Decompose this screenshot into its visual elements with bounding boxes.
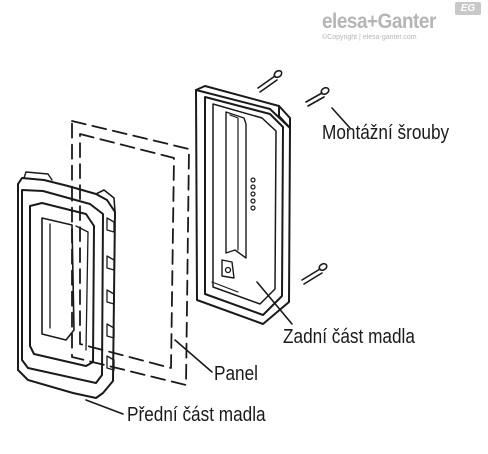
leader-screws	[331, 107, 351, 129]
leader-panel	[174, 339, 213, 373]
leader-rear-part	[256, 281, 293, 325]
rear-handle-part	[195, 85, 291, 325]
screw-2	[305, 86, 330, 107]
leader-lines	[85, 107, 351, 415]
label-screws: Montážní šrouby	[322, 122, 450, 144]
screw-1	[257, 69, 283, 93]
copyright-text: ©Copyright | elesa-ganter.com	[322, 34, 417, 41]
screw-3	[301, 262, 328, 285]
label-panel: Panel	[214, 363, 258, 385]
brand-logo: elesa+Ganter	[322, 10, 436, 33]
mounting-screws	[257, 69, 330, 285]
label-front-part: Přední část madla	[127, 404, 266, 426]
label-rear-part: Zadní část madla	[283, 326, 415, 348]
leader-front-part	[85, 399, 124, 415]
brand-badge: EG	[455, 2, 481, 15]
front-handle-part	[17, 171, 116, 399]
panel-outline	[71, 120, 190, 386]
